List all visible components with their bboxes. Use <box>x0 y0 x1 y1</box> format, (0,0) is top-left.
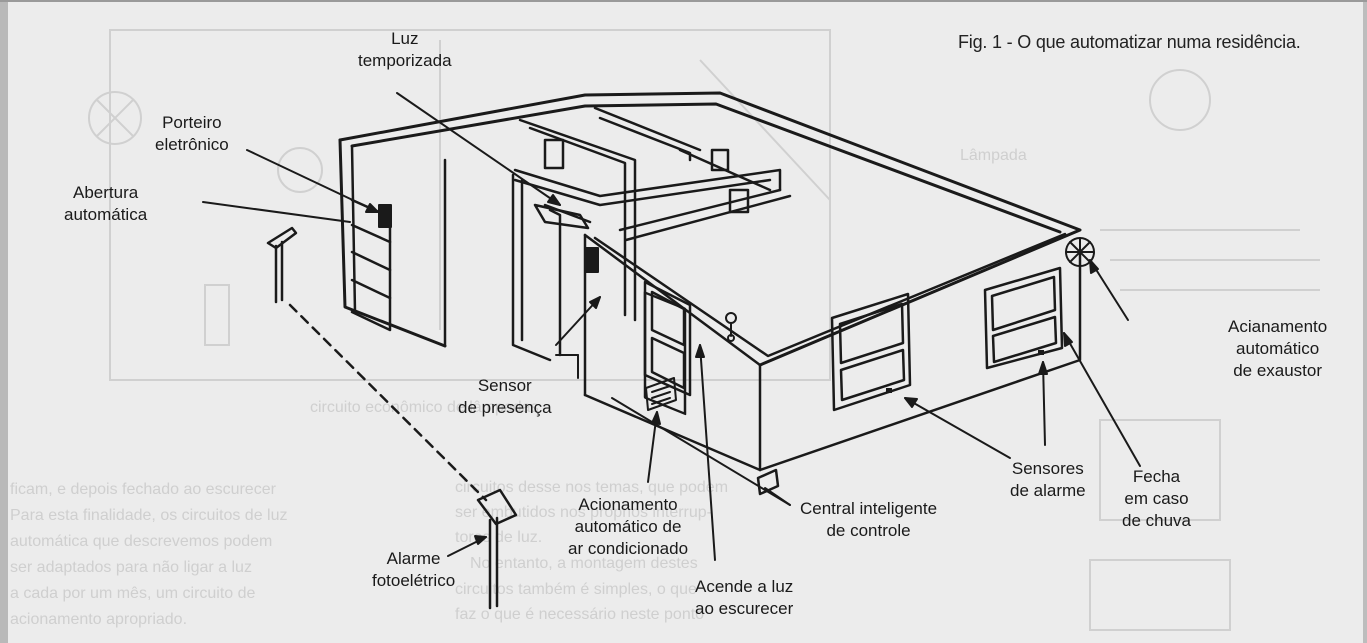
svg-text:circuitos também é simples, o: circuitos também é simples, o que <box>455 581 697 598</box>
window-right <box>983 266 1064 370</box>
interior-doors <box>543 138 750 214</box>
svg-text:circuito econômico de lâmpadas: circuito econômico de lâmpadas <box>310 399 539 416</box>
window-middle <box>830 292 912 412</box>
svg-text:ficam, e depois fechado ao esc: ficam, e depois fechado ao escurecer <box>10 481 277 498</box>
exhaust-fan-device <box>1065 237 1095 267</box>
svg-text:Lâmpada: Lâmpada <box>960 147 1027 164</box>
control-central-device <box>756 468 780 496</box>
svg-text:automática que descrevemos pod: automática que descrevemos podem <box>10 533 272 550</box>
photoelectric-receiver <box>476 488 518 610</box>
svg-text:acionamento apropriado.: acionamento apropriado. <box>10 611 187 628</box>
svg-text:ser adaptados para não ligar a: ser adaptados para não ligar a luz <box>10 559 252 576</box>
thermometer-device <box>725 312 737 342</box>
svg-text:faz o que é necessário neste p: faz o que é necessário neste ponto <box>455 606 704 623</box>
svg-text:ser embutidos nos próprios int: ser embutidos nos próprios interrup- <box>455 504 712 521</box>
svg-text:No entanto, a montagem destes: No entanto, a montagem destes <box>470 555 698 572</box>
alarm-sensor-devices <box>886 350 1044 393</box>
svg-text:Para esta finalidade, os circu: Para esta finalidade, os circuitos de lu… <box>10 507 287 524</box>
scan-right-edge <box>1363 0 1367 643</box>
scan-left-edge <box>0 0 8 643</box>
left-end-wall <box>350 144 447 348</box>
window-left-plain <box>643 280 692 397</box>
photoelectric-beam <box>288 303 488 502</box>
photoelectric-emitter <box>266 226 298 304</box>
front-wall <box>511 173 592 362</box>
air-conditioner-unit <box>645 377 677 411</box>
house-outer-walls <box>338 91 1082 367</box>
leader-lines <box>202 92 1141 561</box>
svg-text:a cada por um mês, um circuito: a cada por um mês, um circuito de <box>10 585 256 602</box>
intercom-device <box>378 204 392 228</box>
figure-caption: Fig. 1 - O que automatizar numa residênc… <box>958 32 1301 52</box>
svg-text:circuitos desse nos temas, que: circuitos desse nos temas, que podem <box>455 479 728 496</box>
presence-sensor-device <box>585 247 599 273</box>
